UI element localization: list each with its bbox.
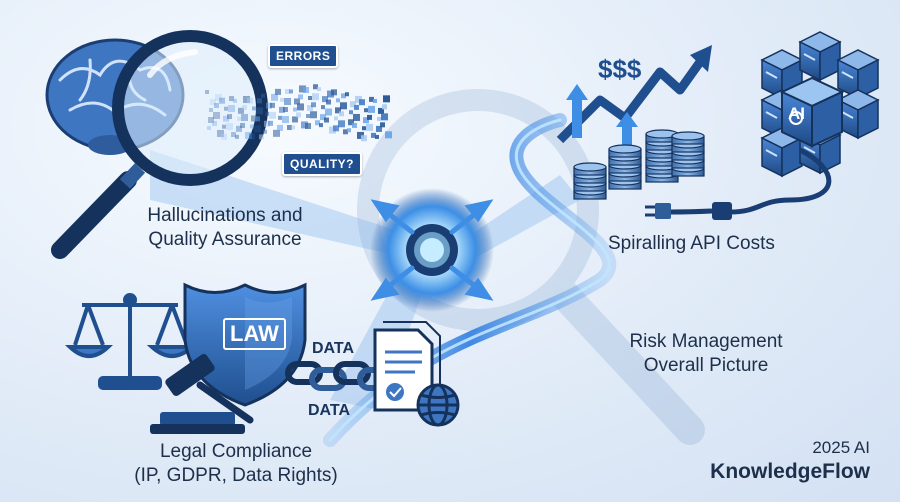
data-label-top: DATA xyxy=(312,340,355,357)
hub-node-icon xyxy=(370,188,494,312)
scales-icon xyxy=(64,293,198,390)
ai-cube-label: AI xyxy=(788,104,805,123)
coin-stack-icon xyxy=(573,129,705,200)
brand-name: KnowledgeFlow xyxy=(710,460,870,483)
rising-arrow-icon xyxy=(556,45,712,153)
legal-line-2: (IP, GDPR, Data Rights) xyxy=(134,465,338,486)
legal-line-1: Legal Compliance xyxy=(159,441,313,462)
errors-tag: ERRORS xyxy=(268,44,339,68)
document-icon xyxy=(373,321,441,412)
hallucinations-line-1: Hallucinations and xyxy=(147,205,303,226)
risk-label: Risk Management Overall Picture xyxy=(596,330,816,378)
risk-line-1: Risk Management xyxy=(629,331,783,352)
costs-label: Spiralling API Costs xyxy=(608,233,775,254)
law-label: LAW xyxy=(223,318,286,350)
server-cube-icon xyxy=(760,31,880,178)
legal-label: Legal Compliance (IP, GDPR, Data Rights) xyxy=(116,440,356,488)
power-plug-icon xyxy=(645,147,832,220)
brand-block: 2025 AI KnowledgeFlow xyxy=(710,438,870,484)
globe-icon xyxy=(416,383,460,427)
dollar-signs: $$$ xyxy=(598,54,642,84)
hallucinations-label: Hallucinations and Quality Assurance xyxy=(110,204,340,252)
magnifier-icon xyxy=(51,30,268,259)
background-magnifier-icon xyxy=(357,89,705,445)
hallucinations-line-2: Quality Assurance xyxy=(148,229,302,250)
brand-year: 2025 AI xyxy=(812,438,870,457)
pixel-stream-icon xyxy=(205,84,392,142)
gavel-icon xyxy=(150,354,254,434)
risk-line-2: Overall Picture xyxy=(643,355,769,376)
shield-icon xyxy=(183,282,307,407)
quality-tag: QUALITY? xyxy=(282,152,362,176)
data-label-bottom: DATA xyxy=(308,402,351,419)
